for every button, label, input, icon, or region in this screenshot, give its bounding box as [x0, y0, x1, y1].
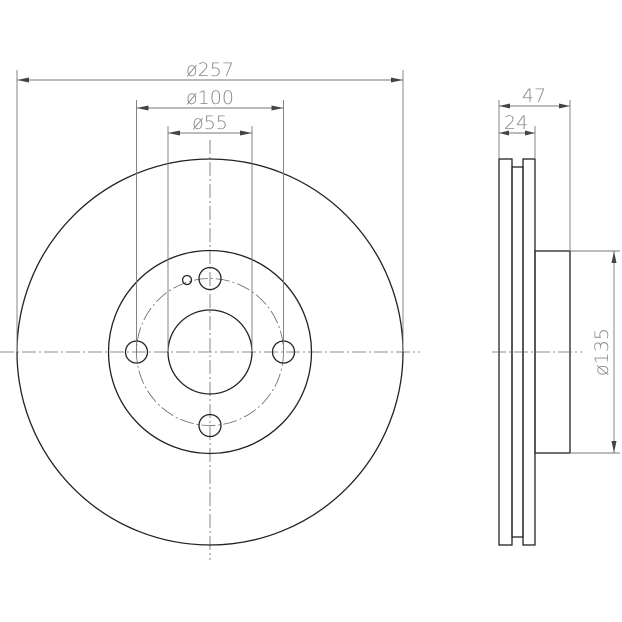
- side-view: 47 24 ø135: [492, 85, 620, 546]
- locating-hole: [181, 274, 193, 286]
- dim-bolt-circle: ø100: [186, 87, 234, 109]
- dim-outer-diameter: ø257: [186, 59, 234, 81]
- dim-hub-diameter: ø135: [591, 328, 613, 376]
- hub-edge: [107, 249, 313, 455]
- dim-disc-thickness: 24: [504, 112, 528, 134]
- dim-center-bore: ø55: [192, 112, 228, 134]
- front-view: [0, 140, 420, 560]
- bolt-hole-bottom: [198, 413, 222, 438]
- dim-total-height: 47: [522, 85, 546, 107]
- front-dimensions: ø257 ø100 ø55: [16, 59, 404, 352]
- bolt-hole-top: [198, 266, 222, 291]
